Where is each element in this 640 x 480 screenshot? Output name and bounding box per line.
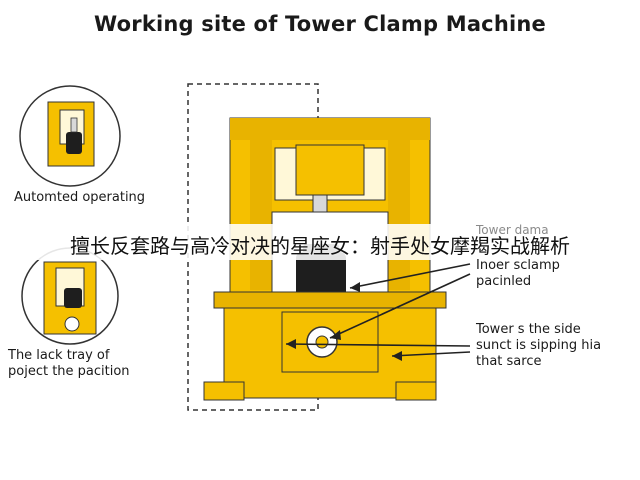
label-inner-clamp-line2: pacinled (476, 274, 532, 289)
arrow-inner-clamp (349, 263, 471, 289)
left-column (250, 140, 272, 290)
arrow-heads (286, 282, 402, 361)
diagram-title: Working site of Tower Clamp Machine (94, 12, 546, 36)
clamp-block (296, 252, 346, 298)
left-foot (203, 381, 245, 401)
tray-hub (315, 335, 329, 349)
inner-head (295, 144, 365, 196)
right-column (388, 140, 410, 290)
arrow-tray (329, 273, 471, 339)
label-tower-side-line3: that sarce (476, 354, 542, 369)
label-tower-side: Tower s the side sunct is sipping hia th… (476, 322, 601, 370)
base-plate (213, 291, 447, 309)
label-lack-tray-line1: The lack tray of (8, 348, 110, 363)
detail-circle-automated (19, 85, 121, 187)
label-lack-tray: The lack tray of poject the pacition (8, 348, 130, 380)
label-lack-tray-line2: poject the pacition (8, 364, 130, 379)
label-tower-side-line2: sunct is sipping hia (476, 338, 602, 353)
label-faint-top: Tower dama (476, 223, 549, 237)
arrow-center (285, 343, 471, 347)
label-automated: Automted operating (14, 190, 146, 205)
detail-circle-tray (21, 247, 119, 345)
label-inner-clamp-line1: Inoer sclamp (476, 258, 560, 273)
overlay-caption: 擅长反套路与高冷对决的星座女：射手处女摩羯实战解析 (70, 234, 570, 258)
overlay-banner (0, 224, 640, 260)
top-beam (230, 118, 430, 140)
arrow-side (391, 351, 471, 357)
right-foot (395, 381, 437, 401)
label-tower-side-line1: Tower s the side (476, 322, 581, 337)
callout-arrows (285, 263, 471, 357)
label-inner-clamp: Inoer sclamp pacinled (476, 258, 560, 290)
